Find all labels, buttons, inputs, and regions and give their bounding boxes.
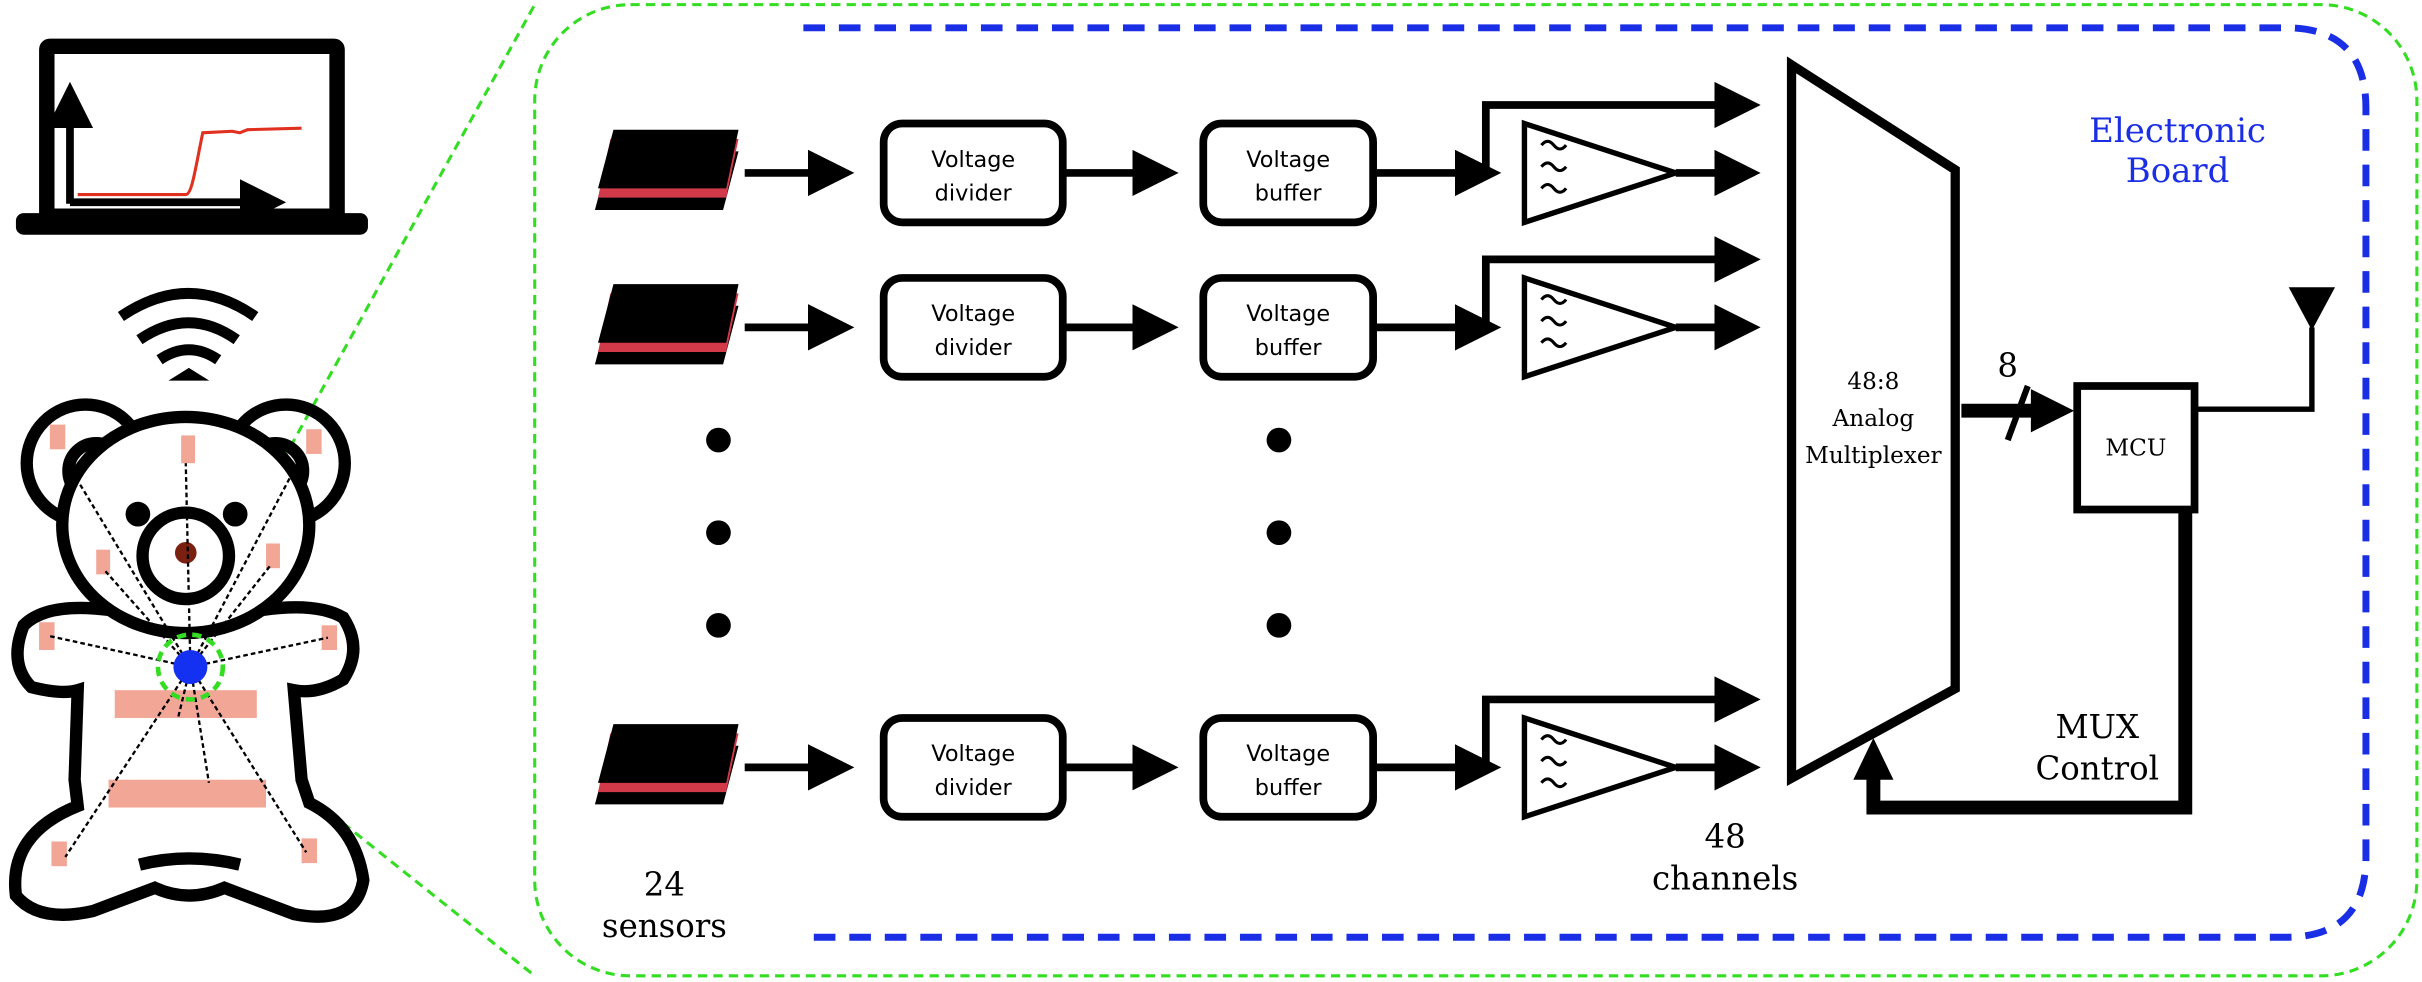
analog-multiplexer: 48:8 Analog Multiplexer xyxy=(1786,56,1960,787)
voltage-divider xyxy=(879,274,1067,381)
sensors-label: sensors xyxy=(602,907,727,945)
voltage-buffer-label: Voltage xyxy=(1246,301,1330,327)
voltage-divider xyxy=(879,119,1067,227)
voltage-buffer-label: buffer xyxy=(1255,775,1323,801)
signal-trace xyxy=(77,126,302,197)
mcu: MCU xyxy=(2073,382,2199,514)
voltage-buffer-label: Voltage xyxy=(1246,147,1330,173)
ellipsis-dots xyxy=(706,427,1292,638)
filter-amplifier-icon xyxy=(1524,278,1675,377)
voltage-buffer-label: buffer xyxy=(1255,335,1323,361)
svg-text:Analog: Analog xyxy=(1832,406,1915,432)
board-label-line1: Electronic xyxy=(2089,111,2266,151)
channel-row: Voltage divider Voltage buffer xyxy=(594,81,1761,227)
mux-control-label-line1: MUX xyxy=(2055,708,2139,746)
voltage-buffer-label: buffer xyxy=(1255,181,1323,207)
channels-label: channels xyxy=(1652,859,1798,897)
bypass-arrow xyxy=(1481,81,1761,173)
channel-row: Voltage divider Voltage buffer xyxy=(594,676,1761,821)
bypass-arrow xyxy=(1481,236,1761,328)
sensor-icon xyxy=(594,129,739,210)
voltage-buffer xyxy=(1199,119,1377,227)
voltage-divider xyxy=(879,714,1067,821)
hub xyxy=(173,650,208,685)
svg-text:Multiplexer: Multiplexer xyxy=(1805,443,1942,469)
voltage-divider-label: Voltage xyxy=(931,301,1015,327)
voltage-divider-label: Voltage xyxy=(931,147,1015,173)
svg-text:MCU: MCU xyxy=(2105,435,2166,461)
voltage-divider-label: Voltage xyxy=(931,741,1015,767)
sensor-icon xyxy=(594,284,739,365)
teddy-bear-icon xyxy=(9,398,370,923)
electronic-board-outline: Electronic Board xyxy=(803,24,2370,941)
voltage-divider-label: divider xyxy=(935,181,1013,207)
laptop-icon xyxy=(15,38,368,235)
channel-row: Voltage divider Voltage buffer xyxy=(594,236,1761,381)
wifi-icon xyxy=(117,288,259,381)
antenna-icon xyxy=(2194,287,2336,412)
mux-control-line xyxy=(1853,509,2193,815)
voltage-divider-label: divider xyxy=(935,335,1013,361)
filter-amplifier-icon xyxy=(1524,718,1675,817)
bus-width: 8 xyxy=(1997,347,2018,385)
mux-control-label-line2: Control xyxy=(2035,750,2159,788)
board-label-line2: Board xyxy=(2126,151,2230,191)
svg-text:48:8: 48:8 xyxy=(1847,369,1899,395)
bypass-arrow xyxy=(1481,676,1761,768)
zoom-outline xyxy=(184,3,2419,978)
voltage-buffer-label: Voltage xyxy=(1246,741,1330,767)
voltage-buffer xyxy=(1199,274,1377,381)
voltage-divider-label: divider xyxy=(935,775,1013,801)
filter-amplifier-icon xyxy=(1524,124,1675,223)
sensor-icon xyxy=(594,724,739,805)
voltage-buffer xyxy=(1199,714,1377,821)
sensors-count: 24 xyxy=(644,866,685,904)
channels-count: 48 xyxy=(1705,818,1746,856)
